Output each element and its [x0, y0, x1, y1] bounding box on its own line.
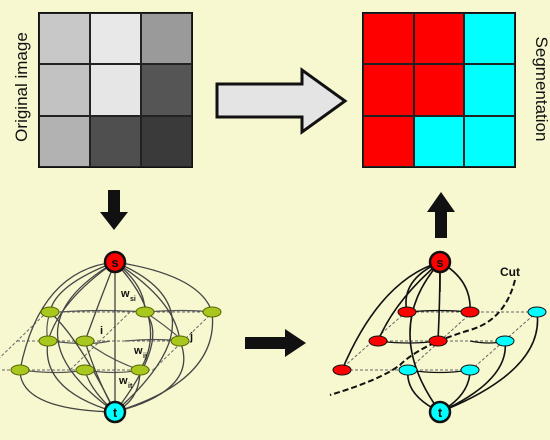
original-image-cell	[141, 13, 192, 65]
left-pixel-node	[135, 306, 155, 318]
right-cyan-pixel-node	[398, 364, 418, 376]
graphs-right-arrow	[245, 329, 306, 357]
original-image-cell	[90, 13, 141, 65]
segmentation-cell	[413, 115, 465, 167]
weight-ij-subscript: ij	[143, 353, 147, 360]
left-source-node	[103, 250, 127, 274]
left-sink-label: t	[113, 405, 118, 420]
right-cyan-pixel-node	[460, 364, 480, 376]
segmentation-grid	[362, 12, 516, 168]
segmentation-cell	[413, 64, 465, 116]
down-arrow	[100, 190, 128, 230]
original-image-cell	[141, 115, 192, 167]
original-image-cell	[90, 115, 141, 167]
up-arrow	[427, 192, 455, 238]
segmentation-cell	[363, 115, 414, 167]
node-i-label: i	[100, 325, 103, 337]
segmentation-cell	[413, 13, 465, 65]
left-source-label: s	[111, 255, 118, 270]
left-graph	[0, 250, 222, 424]
left-pixel-node	[202, 306, 222, 318]
left-pixel-node	[130, 364, 150, 376]
right-graph	[329, 250, 547, 424]
left-pixel-node	[75, 335, 95, 347]
left-pixel-node	[10, 364, 30, 376]
original-image-cell	[39, 13, 90, 65]
original-image-cell	[39, 64, 90, 116]
right-source-label: s	[436, 255, 443, 270]
weight-ij-label: w	[133, 345, 143, 357]
right-red-pixel-node	[368, 335, 388, 347]
left-sink-node	[103, 400, 127, 424]
weight-si-label: w	[120, 288, 130, 300]
right-sink-label: t	[438, 405, 443, 420]
cut-label: Cut	[500, 265, 520, 279]
right-red-pixel-node	[460, 306, 480, 318]
segmentation-cell	[464, 64, 515, 116]
right-red-pixel-node	[332, 364, 352, 376]
node-j-label: j	[189, 331, 193, 343]
original-image-cell	[39, 115, 90, 167]
segmentation-cell	[464, 13, 515, 65]
left-pixel-node	[170, 335, 190, 347]
right-source-node	[428, 250, 452, 274]
right-sink-node	[428, 400, 452, 424]
segmentation-cell	[464, 115, 515, 167]
weight-si-subscript: si	[130, 296, 136, 303]
original-image-cell	[141, 64, 192, 116]
right-cyan-pixel-node	[495, 335, 515, 347]
right-red-pixel-node	[428, 335, 448, 347]
big-right-arrow	[215, 67, 348, 135]
left-pixel-node	[75, 364, 95, 376]
weight-it-subscript: it	[128, 383, 133, 390]
original-image-cell	[90, 64, 141, 116]
left-pixel-node	[40, 306, 60, 318]
right-red-pixel-node	[397, 306, 417, 318]
cut-line	[329, 279, 516, 396]
weight-it-label: w	[118, 375, 128, 387]
segmentation-cell	[363, 13, 414, 65]
right-cyan-pixel-node	[527, 306, 547, 318]
left-pixel-node	[38, 335, 58, 347]
original-image-grid	[38, 12, 193, 168]
segmentation-cell	[363, 64, 414, 116]
